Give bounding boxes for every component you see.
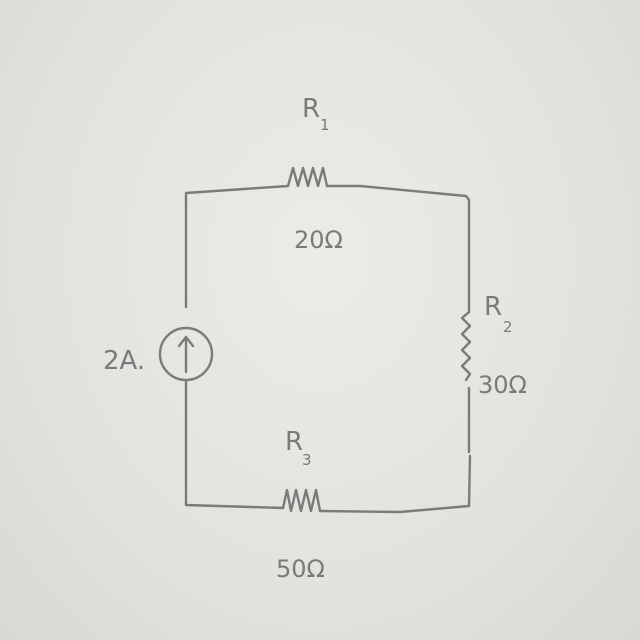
r1-value: 20Ω	[294, 226, 343, 254]
r3-letter: R	[285, 427, 303, 457]
resistor-r1-symbol	[286, 166, 329, 188]
wire-right-lower	[467, 386, 472, 508]
r1-letter: R	[302, 94, 320, 124]
wire-top-right	[325, 184, 471, 202]
current-source-label: 2A.	[103, 346, 145, 376]
r2-value: 30Ω	[478, 371, 527, 399]
r3-subscript: 3	[302, 451, 312, 469]
up-arrow-icon	[177, 335, 195, 374]
resistor-r3-symbol	[281, 488, 322, 513]
r2-subscript: 2	[503, 318, 513, 336]
r2-letter: R	[484, 292, 502, 322]
r3-value: 50Ω	[276, 555, 325, 583]
wire-bottom-left	[184, 398, 285, 510]
resistor-r2-symbol	[460, 310, 472, 382]
r1-subscript: 1	[320, 116, 330, 134]
wire-bottom-right	[318, 504, 471, 514]
wire-top-left	[184, 184, 290, 202]
